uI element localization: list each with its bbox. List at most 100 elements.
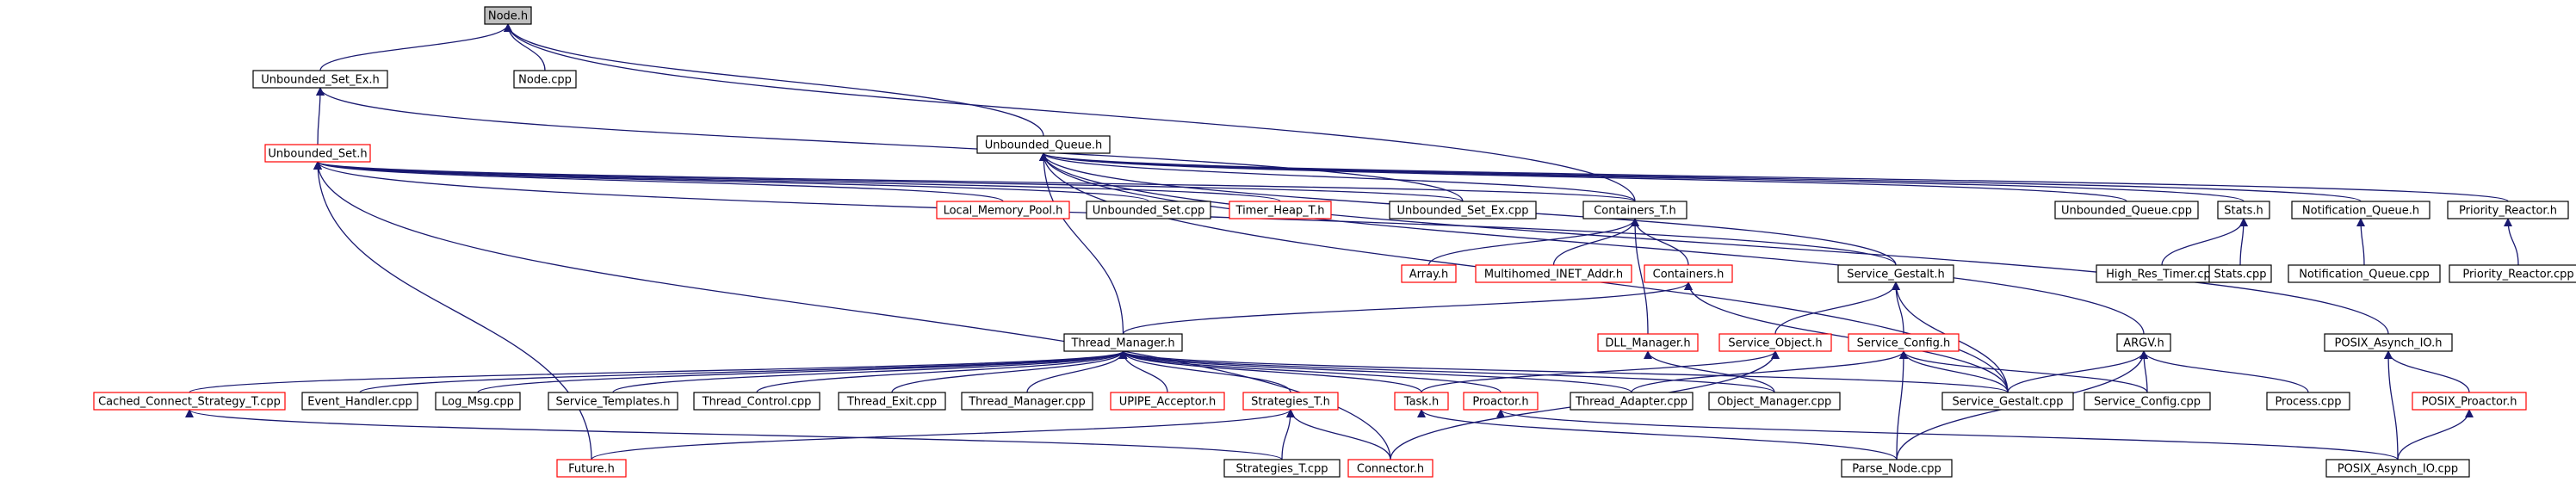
edge-local-memory-pool-h-to-unbounded-set-h bbox=[313, 161, 1004, 202]
node-notification-queue-cpp[interactable]: Notification_Queue.cpp bbox=[2288, 264, 2441, 283]
node-object-manager-cpp[interactable]: Object_Manager.cpp bbox=[1708, 392, 1841, 411]
node-unbounded-queue-h[interactable]: Unbounded_Queue.h bbox=[976, 135, 1111, 154]
edge-containers-t-h-to-node-h bbox=[504, 23, 1636, 202]
node-box bbox=[1463, 392, 1539, 411]
node-box bbox=[1708, 392, 1841, 411]
node-thread-exit-cpp[interactable]: Thread_Exit.cpp bbox=[838, 392, 946, 411]
node-future-h[interactable]: Future.h bbox=[556, 459, 627, 478]
node-priority-reactor-cpp[interactable]: Priority_Reactor.cpp bbox=[2449, 264, 2576, 283]
node-unbounded-set-cpp[interactable]: Unbounded_Set.cpp bbox=[1086, 201, 1211, 219]
node-label: UPIPE_Acceptor.h bbox=[1119, 396, 1217, 409]
node-cached-connect-strategy-t-cpp[interactable]: Cached_Connect_Strategy_T.cpp bbox=[93, 392, 286, 411]
node-box bbox=[2208, 264, 2272, 283]
node-box bbox=[2217, 201, 2270, 219]
node-strategies-t-cpp[interactable]: Strategies_T.cpp bbox=[1223, 459, 1341, 478]
node-box bbox=[976, 135, 1111, 154]
node-containers-h[interactable]: Containers.h bbox=[1644, 264, 1733, 283]
edge-node-cpp-to-node-h bbox=[504, 23, 546, 71]
node-label: Notification_Queue.cpp bbox=[2299, 269, 2430, 281]
edge-thread-adapter-cpp-to-service-config-h bbox=[1631, 350, 1908, 393]
node-thread-control-cpp[interactable]: Thread_Control.cpp bbox=[693, 392, 820, 411]
node-box bbox=[1389, 201, 1537, 219]
node-box bbox=[1582, 201, 1687, 219]
node-service-gestalt-h[interactable]: Service_Gestalt.h bbox=[1837, 264, 1954, 283]
node-service-gestalt-cpp[interactable]: Service_Gestalt.cpp bbox=[1941, 392, 2074, 411]
node-containers-t-h[interactable]: Containers_T.h bbox=[1582, 201, 1687, 219]
node-label: Stats.cpp bbox=[2214, 269, 2267, 281]
node-box bbox=[1718, 333, 1832, 352]
node-box bbox=[1223, 459, 1341, 478]
node-notification-queue-h[interactable]: Notification_Queue.h bbox=[2291, 201, 2430, 219]
node-strategies-t-h[interactable]: Strategies_T.h bbox=[1242, 392, 1339, 411]
node-node-cpp[interactable]: Node.cpp bbox=[513, 70, 577, 89]
node-posix-asynch-io-h[interactable]: POSIX_Asynch_IO.h bbox=[2324, 333, 2453, 352]
node-log-msg-cpp[interactable]: Log_Msg.cpp bbox=[435, 392, 521, 411]
node-proactor-h[interactable]: Proactor.h bbox=[1463, 392, 1539, 411]
edge-parse-node-cpp-to-service-config-h bbox=[1896, 350, 1908, 460]
node-local-memory-pool-h[interactable]: Local_Memory_Pool.h bbox=[936, 201, 1070, 219]
node-service-object-h[interactable]: Service_Object.h bbox=[1718, 333, 1832, 352]
node-service-templates-h[interactable]: Service_Templates.h bbox=[548, 392, 678, 411]
node-label: Local_Memory_Pool.h bbox=[944, 205, 1063, 218]
edge-service-gestalt-cpp-to-thread-manager-h bbox=[1118, 350, 2009, 393]
node-box bbox=[2084, 392, 2211, 411]
node-event-handler-cpp[interactable]: Event_Handler.cpp bbox=[301, 392, 418, 411]
edge-posix-asynch-io-h-to-unbounded-queue-h bbox=[1039, 152, 2389, 335]
edge-task-h-to-thread-manager-h bbox=[1118, 350, 1422, 393]
node-label: Service_Config.cpp bbox=[2094, 396, 2201, 409]
node-label: Thread_Manager.cpp bbox=[968, 396, 1086, 409]
edge-posix-asynch-io-cpp-to-posix-proactor-h bbox=[2397, 409, 2474, 460]
node-node-h: Node.h bbox=[484, 6, 532, 25]
node-box bbox=[1110, 392, 1225, 411]
node-stats-h[interactable]: Stats.h bbox=[2217, 201, 2270, 219]
edge-task-h-to-service-object-h bbox=[1421, 350, 1780, 393]
node-label: POSIX_Proactor.h bbox=[2422, 396, 2517, 409]
node-unbounded-set-h[interactable]: Unbounded_Set.h bbox=[264, 144, 371, 163]
edge-service-gestalt-cpp-to-service-config-h bbox=[1899, 350, 2009, 393]
edge-containers-t-h-to-unbounded-set-h bbox=[313, 161, 1636, 202]
node-label: Thread_Adapter.cpp bbox=[1575, 396, 1687, 409]
node-thread-manager-cpp[interactable]: Thread_Manager.cpp bbox=[961, 392, 1093, 411]
edge-log-msg-cpp-to-thread-manager-h bbox=[477, 350, 1128, 393]
node-box bbox=[1242, 392, 1339, 411]
node-box bbox=[513, 70, 577, 89]
node-task-h[interactable]: Task.h bbox=[1394, 392, 1449, 411]
node-parse-node-cpp[interactable]: Parse_Node.cpp bbox=[1841, 459, 1953, 478]
node-dll-manager-h[interactable]: DLL_Manager.h bbox=[1597, 333, 1699, 352]
node-box bbox=[2324, 333, 2453, 352]
node-process-cpp[interactable]: Process.cpp bbox=[2266, 392, 2350, 411]
node-argv-h[interactable]: ARGV.h bbox=[2116, 333, 2171, 352]
edge-connector-h-to-strategies-t-h bbox=[1286, 409, 1391, 460]
edge-object-manager-cpp-to-thread-manager-h bbox=[1118, 350, 1775, 393]
node-thread-manager-h[interactable]: Thread_Manager.h bbox=[1063, 333, 1183, 352]
node-label: Thread_Manager.h bbox=[1070, 337, 1174, 350]
node-service-config-cpp[interactable]: Service_Config.cpp bbox=[2084, 392, 2211, 411]
node-label: Unbounded_Set_Ex.h bbox=[261, 74, 380, 87]
node-posix-proactor-h[interactable]: POSIX_Proactor.h bbox=[2412, 392, 2527, 411]
node-array-h[interactable]: Array.h bbox=[1401, 264, 1457, 283]
edge-unbounded-set-ex-cpp-to-unbounded-set-h bbox=[313, 161, 1464, 202]
edge-argv-h-to-unbounded-queue-h bbox=[1039, 152, 2145, 335]
node-label: Connector.h bbox=[1357, 463, 1424, 476]
node-box bbox=[1086, 201, 1211, 219]
node-unbounded-set-ex-cpp[interactable]: Unbounded_Set_Ex.cpp bbox=[1389, 201, 1537, 219]
node-connector-h[interactable]: Connector.h bbox=[1347, 459, 1434, 478]
node-unbounded-queue-cpp[interactable]: Unbounded_Queue.cpp bbox=[2054, 201, 2199, 219]
node-box bbox=[1347, 459, 1434, 478]
node-stats-cpp[interactable]: Stats.cpp bbox=[2208, 264, 2272, 283]
node-label: Service_Object.h bbox=[1728, 337, 1822, 350]
node-timer-heap-t-h[interactable]: Timer_Heap_T.h bbox=[1229, 201, 1332, 219]
node-box bbox=[961, 392, 1093, 411]
node-thread-adapter-cpp[interactable]: Thread_Adapter.cpp bbox=[1570, 392, 1694, 411]
node-upipe-acceptor-h[interactable]: UPIPE_Acceptor.h bbox=[1110, 392, 1225, 411]
node-posix-asynch-io-cpp[interactable]: POSIX_Asynch_IO.cpp bbox=[2325, 459, 2470, 478]
edge-priority-reactor-h-to-unbounded-queue-h bbox=[1039, 152, 2509, 202]
edge-stats-cpp-to-stats-h bbox=[2239, 218, 2248, 266]
node-multihomed-inet-addr-h[interactable]: Multihomed_INET_Addr.h bbox=[1475, 264, 1632, 283]
node-label: Thread_Control.cpp bbox=[702, 396, 812, 409]
node-high-res-timer-cpp[interactable]: High_Res_Timer.cpp bbox=[2096, 264, 2228, 283]
node-priority-reactor-h[interactable]: Priority_Reactor.h bbox=[2447, 201, 2569, 219]
node-unbounded-set-ex-h[interactable]: Unbounded_Set_Ex.h bbox=[252, 70, 388, 89]
node-label: Service_Gestalt.cpp bbox=[1953, 396, 2064, 409]
node-service-config-h[interactable]: Service_Config.h bbox=[1848, 333, 1960, 352]
